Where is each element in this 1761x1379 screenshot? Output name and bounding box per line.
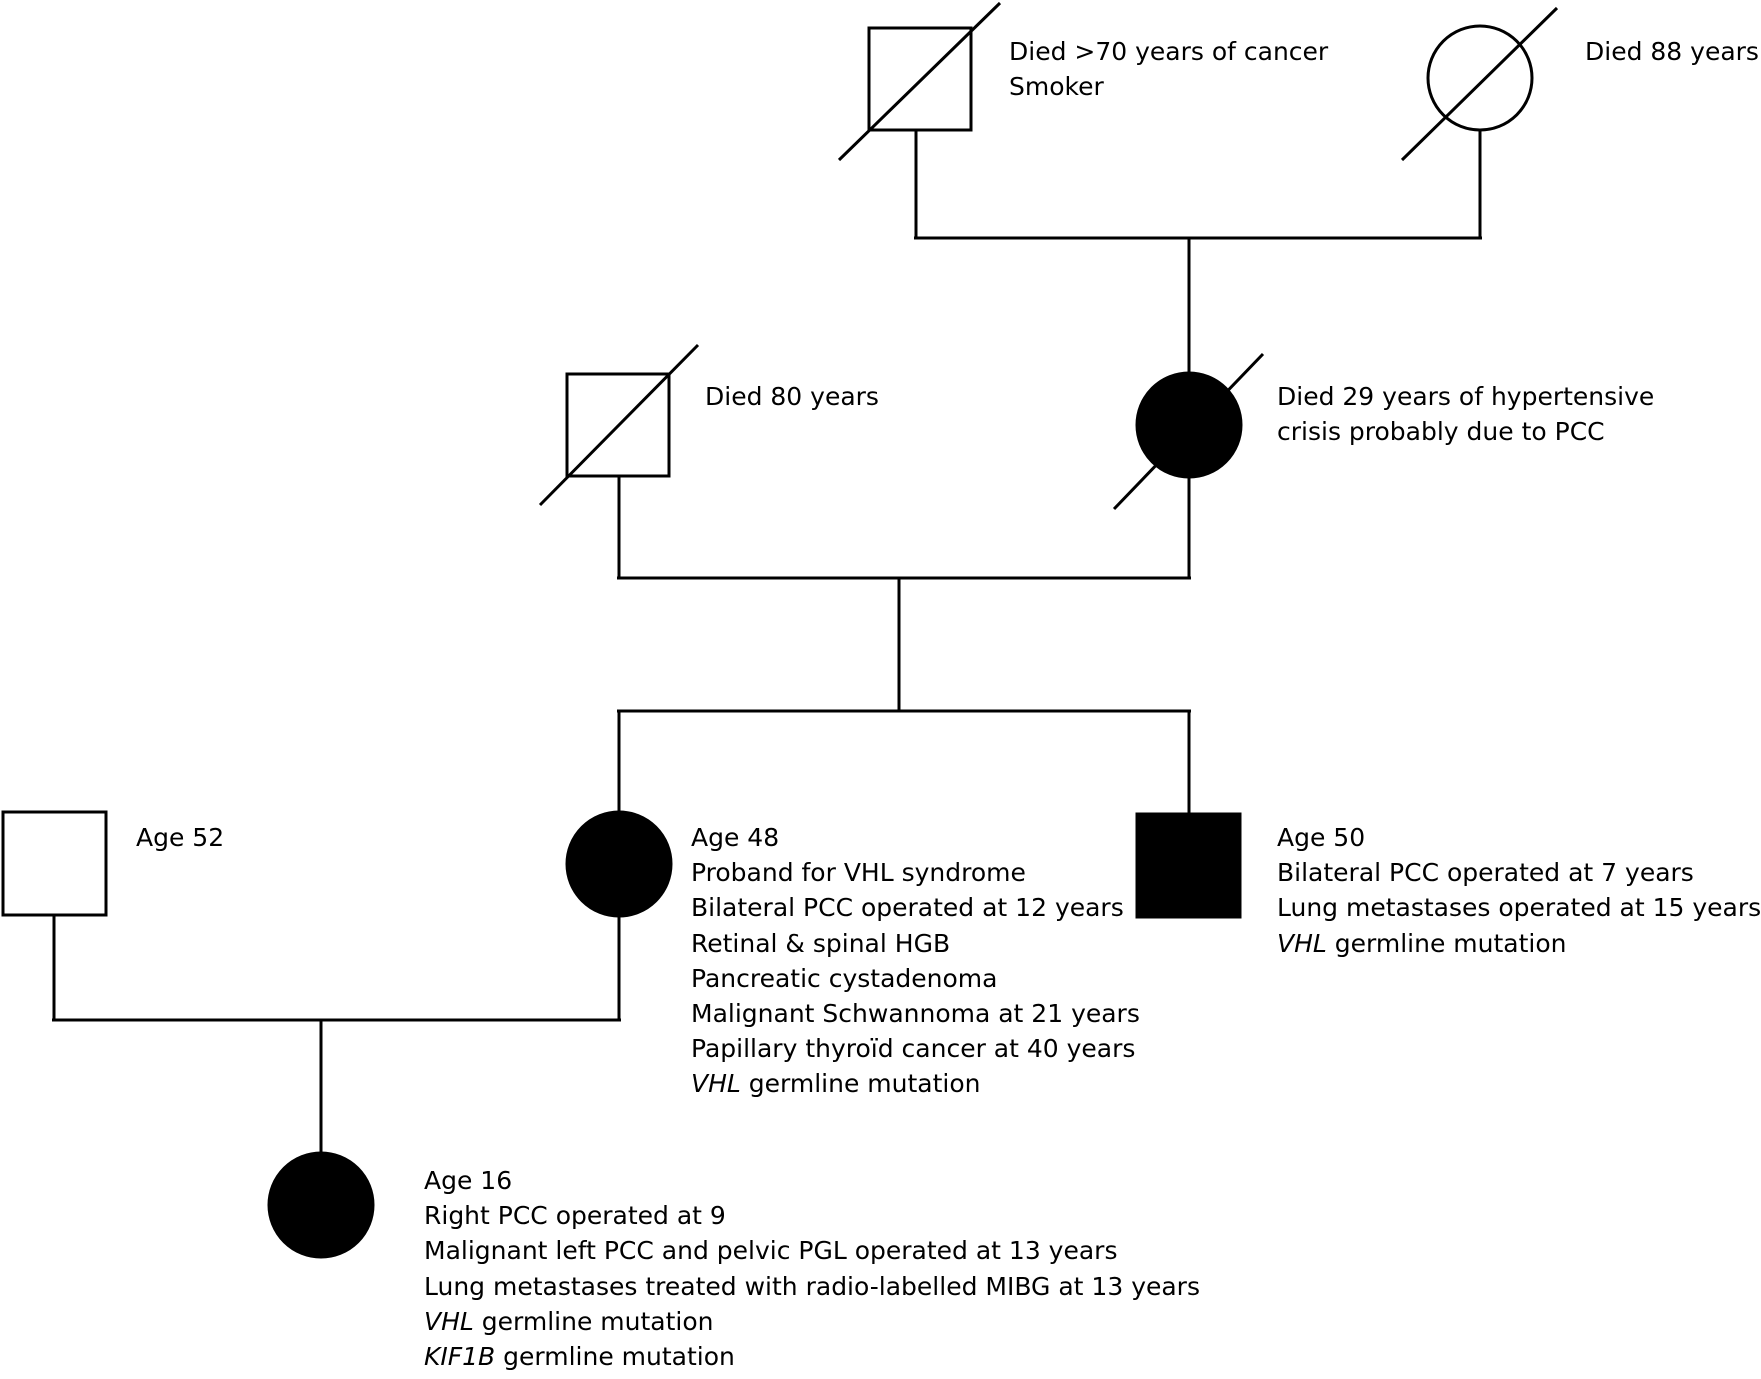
gen1-female-deceased-slash	[1400, 6, 1559, 162]
note-line: Pancreatic cystadenoma	[691, 963, 998, 993]
note-line: Age 48	[691, 823, 780, 852]
gen3-brother-symbol	[1135, 812, 1242, 919]
note-line: Retinal & spinal HGB	[691, 928, 951, 958]
mutation-line: KIF1B germline mutation	[424, 1339, 1200, 1374]
mutation-line: VHL germline mutation	[691, 1066, 1140, 1101]
gene-name: VHL	[424, 1306, 474, 1336]
note-line: Right PCC operated at 9	[424, 1201, 726, 1231]
gene-name: VHL	[691, 1069, 741, 1099]
note-line: Age 50	[1277, 823, 1366, 852]
gen2-male-notes: Died 80 years	[705, 379, 879, 414]
gen2-female-deceased-slash	[1112, 352, 1265, 511]
gen1-male-deceased-slash	[837, 1, 1002, 162]
gen3-spouse-notes: Age 52	[136, 820, 224, 855]
note-line: Died 80 years	[705, 382, 879, 411]
gen1-male-notes: Died >70 years of cancer Smoker	[1009, 34, 1328, 104]
gene-name: KIF1B	[424, 1342, 496, 1372]
note-line: crisis probably due to PCC	[1277, 417, 1605, 447]
note-line: Proband for VHL syndrome	[691, 858, 1026, 888]
gen2-female-symbol	[1135, 371, 1243, 479]
note-line: Died 29 years of hypertensive	[1277, 382, 1655, 411]
note-line: Lung metastases operated at 15 years	[1277, 893, 1761, 923]
gen3-brother-notes: Age 50 Bilateral PCC operated at 7 years…	[1277, 820, 1761, 961]
note-line: Age 52	[136, 823, 225, 852]
note-line: Papillary thyroïd cancer at 40 years	[691, 1034, 1136, 1064]
note-line: Bilateral PCC operated at 12 years	[691, 893, 1124, 923]
note-line: Died 88 years	[1585, 37, 1759, 66]
gen1-male-symbol	[867, 26, 973, 132]
mutation-text: germline mutation	[473, 1306, 714, 1336]
gen3-proband-symbol	[565, 810, 673, 918]
gen1-female-notes: Died 88 years	[1585, 34, 1759, 69]
gen3-proband-notes: Age 48 Proband for VHL syndrome Bilatera…	[691, 820, 1140, 1102]
note-line: Malignant Schwannoma at 21 years	[691, 999, 1140, 1029]
note-line: Died >70 years of cancer	[1009, 37, 1329, 66]
gene-name: VHL	[1277, 928, 1327, 958]
note-line: Lung metastases treated with radio-label…	[424, 1271, 1200, 1301]
note-line: Smoker	[1009, 72, 1104, 102]
gen4-daughter-symbol	[267, 1151, 375, 1259]
gen4-daughter-notes: Age 16 Right PCC operated at 9 Malignant…	[424, 1163, 1200, 1374]
mutation-text: germline mutation	[495, 1342, 735, 1372]
note-line: Age 16	[424, 1166, 513, 1195]
gen2-female-notes: Died 29 years of hypertensive crisis pro…	[1277, 379, 1654, 449]
note-line: Bilateral PCC operated at 7 years	[1277, 858, 1694, 888]
note-line: Malignant left PCC and pelvic PGL operat…	[424, 1236, 1118, 1266]
gen1-female-symbol	[1426, 24, 1534, 132]
gen2-male-deceased-slash	[538, 343, 700, 507]
mutation-text: germline mutation	[1326, 928, 1567, 958]
mutation-line: VHL germline mutation	[424, 1304, 1200, 1339]
mutation-line: VHL germline mutation	[1277, 926, 1761, 961]
mutation-text: germline mutation	[740, 1069, 981, 1099]
gen3-spouse-symbol	[1, 810, 108, 917]
